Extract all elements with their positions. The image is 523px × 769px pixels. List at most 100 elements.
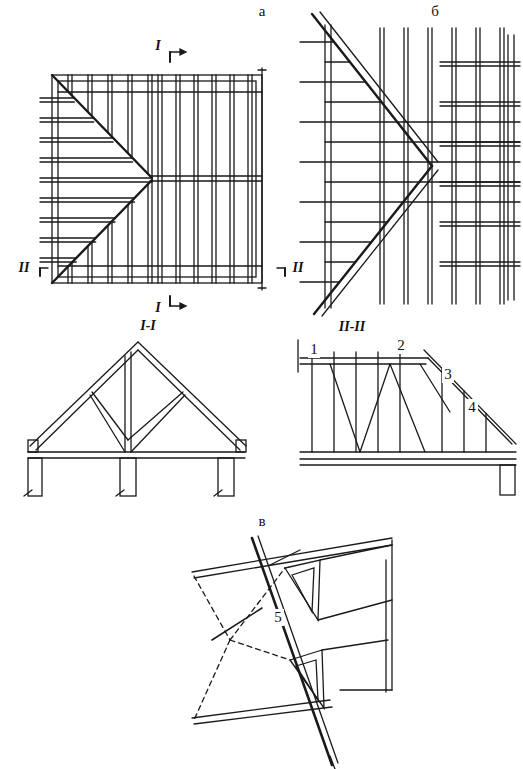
rafter-stroke xyxy=(311,352,312,452)
rafter-stroke xyxy=(127,75,128,153)
rafter-stroke xyxy=(300,161,429,162)
rafter-stroke xyxy=(300,281,340,282)
rafter-stroke xyxy=(40,241,96,242)
rafter-stroke xyxy=(440,181,520,182)
rafter-stroke xyxy=(40,101,74,102)
section-ii-ii xyxy=(298,340,516,495)
section-mark: II-II xyxy=(337,319,367,334)
callout-number: 2 xyxy=(395,337,407,354)
rafter-stroke xyxy=(91,242,92,283)
rafter-stroke xyxy=(397,121,520,122)
rafter-stroke xyxy=(193,75,194,283)
section-mark: I xyxy=(153,300,162,315)
section-mark: I-I xyxy=(138,318,158,333)
rafter-stroke xyxy=(407,28,408,304)
rafter-stroke xyxy=(325,141,413,142)
rafter-stroke xyxy=(325,261,355,262)
rafter-stroke xyxy=(40,117,94,118)
rafter-stroke xyxy=(325,101,381,102)
rafter-stroke xyxy=(440,225,520,226)
rafter-stroke xyxy=(300,201,403,202)
callout-number: 4 xyxy=(466,399,478,416)
section-mark: II xyxy=(291,260,306,275)
rafter-stroke xyxy=(211,75,212,283)
rafter-stroke xyxy=(127,205,128,283)
rafter-stroke xyxy=(229,75,230,283)
rafter-stroke xyxy=(91,75,92,116)
section-mark: II xyxy=(17,260,32,275)
rafter-stroke xyxy=(40,137,113,138)
rafter-stroke xyxy=(251,75,252,283)
rafter-stroke xyxy=(67,267,68,283)
figure-letter: в xyxy=(256,513,267,530)
rafter-stroke xyxy=(40,201,135,202)
rafter-stroke xyxy=(403,201,520,202)
rafter-stroke xyxy=(67,75,68,91)
rafter-stroke xyxy=(233,75,234,283)
rafter-stroke xyxy=(111,221,112,283)
rafter-stroke xyxy=(440,101,520,102)
rafter-stroke xyxy=(40,121,94,122)
plan-b xyxy=(312,12,514,316)
rafter-stroke xyxy=(40,257,76,258)
rafter-stroke xyxy=(403,28,404,304)
plan-a xyxy=(40,49,285,309)
rafter-stroke xyxy=(40,157,133,158)
section-i-i xyxy=(24,342,246,496)
figure-letter: а xyxy=(257,3,268,20)
rafter-stroke xyxy=(300,41,334,42)
rafter-stroke xyxy=(355,352,356,452)
rafter-stroke xyxy=(325,61,350,62)
rafter-stroke xyxy=(440,261,520,262)
rafter-stroke xyxy=(300,81,366,82)
rafter-stroke xyxy=(40,217,115,218)
rafter-stroke xyxy=(440,141,520,142)
rafter-stroke xyxy=(431,28,432,304)
rafter-stroke xyxy=(147,184,148,283)
rafter-stroke xyxy=(247,75,248,283)
rafter-stroke xyxy=(40,177,152,178)
rafter-stroke xyxy=(300,241,371,242)
callout-number: 1 xyxy=(308,341,320,358)
callout-number: 3 xyxy=(442,366,454,383)
rafter-stroke xyxy=(131,201,132,283)
rafter-stroke xyxy=(399,352,400,452)
rafter-stroke xyxy=(440,61,520,62)
figure-letter: б xyxy=(429,3,441,20)
rafter-stroke xyxy=(71,263,72,283)
figure-v xyxy=(192,536,392,769)
rafter-stroke xyxy=(179,75,180,283)
callout-number: 5 xyxy=(272,609,284,626)
rafter-stroke xyxy=(440,185,520,186)
rafter-stroke xyxy=(427,28,428,304)
rafter-repeats xyxy=(40,28,520,452)
rafter-stroke xyxy=(151,75,152,178)
rafter-stroke xyxy=(325,221,387,222)
rafter-stroke xyxy=(175,75,176,283)
rafter-stroke xyxy=(131,75,132,157)
rafter-stroke xyxy=(161,75,162,283)
rafter-stroke xyxy=(440,221,520,222)
rafter-stroke xyxy=(40,221,115,222)
rafter-stroke xyxy=(111,75,112,137)
rafter-stroke xyxy=(157,75,158,283)
rafter-stroke xyxy=(215,75,216,283)
rafter-stroke xyxy=(419,181,520,182)
rafter-stroke xyxy=(379,28,380,304)
rafter-stroke xyxy=(40,237,96,238)
rafter-stroke xyxy=(40,181,152,182)
rafter-stroke xyxy=(107,75,108,133)
rafter-stroke xyxy=(71,75,72,95)
rafter-stroke xyxy=(197,75,198,283)
rafter-stroke xyxy=(440,65,520,66)
rafter-stroke xyxy=(87,75,88,112)
rafter-stroke xyxy=(440,105,520,106)
rafter-stroke xyxy=(383,28,384,304)
rafter-stroke xyxy=(463,391,464,452)
rafter-stroke xyxy=(40,161,133,162)
rafter-stroke xyxy=(40,97,74,98)
rafter-stroke xyxy=(87,246,88,283)
rafter-stroke xyxy=(40,261,76,262)
rafter-stroke xyxy=(40,141,113,142)
